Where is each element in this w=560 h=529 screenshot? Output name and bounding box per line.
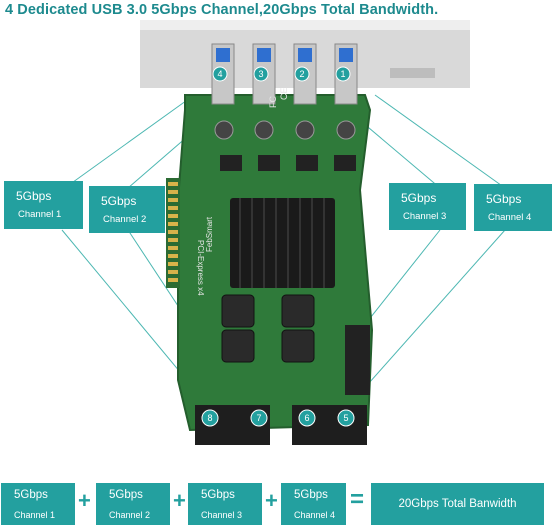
port-badge-6: 6 (298, 409, 316, 427)
channel-4-box: 5Gbps Channel 4 (474, 184, 552, 231)
line-ch1-top (61, 97, 191, 191)
svg-text:3: 3 (258, 69, 263, 79)
pcie-gold-fingers (166, 178, 180, 288)
channel-3-box: 5Gbps Channel 3 (389, 183, 466, 230)
headline: 4 Dedicated USB 3.0 5Gbps Channel,20Gbps… (5, 2, 439, 18)
summary-channel-4-speed: 5Gbps (294, 489, 328, 501)
summary-channel-1-speed: 5Gbps (14, 489, 48, 501)
summary-channel-2-speed: 5Gbps (109, 489, 143, 501)
total-bandwidth-box: 20Gbps Total Banwidth (371, 483, 544, 525)
heatsink (230, 198, 335, 288)
line-ch4-top (374, 94, 506, 189)
channel-1-label: Channel 1 (18, 209, 62, 220)
summary-channel-3: 5Gbps Channel 3 (188, 483, 262, 525)
port-badge-1: 1 (335, 66, 351, 82)
svg-text:7: 7 (256, 413, 261, 423)
channel-1-speed: 5Gbps (16, 189, 52, 203)
plus-sign-2: + (173, 488, 186, 513)
channel-2-box: 5Gbps Channel 2 (89, 186, 165, 233)
svg-text:6: 6 (304, 413, 309, 423)
channel-4-speed: 5Gbps (486, 192, 522, 206)
channel-1-box: 5Gbps Channel 1 (4, 181, 83, 229)
brand-text: FebSmart (205, 216, 214, 252)
port-badge-8: 8 (201, 409, 219, 427)
plus-sign-1: + (78, 488, 91, 513)
summary-channel-1-label: Channel 1 (14, 510, 56, 520)
total-bandwidth-label: 20Gbps Total Banwidth (398, 498, 517, 510)
channel-4-label: Channel 4 (488, 212, 532, 223)
channel-2-speed: 5Gbps (101, 194, 137, 208)
port-badge-5: 5 (337, 409, 355, 427)
summary-channel-4: 5Gbps Channel 4 (281, 483, 346, 525)
channel-3-speed: 5Gbps (401, 191, 437, 205)
channel-2-label: Channel 2 (103, 214, 147, 225)
port-badge-7: 7 (250, 409, 268, 427)
ce-mark: CE (279, 87, 289, 100)
summary-channel-4-label: Channel 4 (294, 510, 336, 520)
svg-text:1: 1 (340, 69, 345, 79)
plus-sign-3: + (265, 488, 278, 513)
summary-channel-2-label: Channel 2 (109, 510, 151, 520)
channel-3-label: Channel 3 (403, 211, 447, 222)
line-ch4-bottom (344, 229, 506, 411)
fc-mark: FC (268, 96, 278, 108)
port-badge-4: 4 (212, 66, 228, 82)
svg-text:8: 8 (207, 413, 212, 423)
summary-channel-3-speed: 5Gbps (201, 489, 235, 501)
svg-text:4: 4 (217, 69, 222, 79)
summary-channel-3-label: Channel 3 (201, 510, 243, 520)
svg-text:2: 2 (299, 69, 304, 79)
bus-text: PCI-Express x4 (196, 240, 205, 296)
line-ch1-bottom (61, 229, 196, 391)
summary-channel-1: 5Gbps Channel 1 (1, 483, 75, 525)
equals-sign: = (350, 486, 365, 513)
svg-text:5: 5 (343, 413, 348, 423)
summary-channel-2: 5Gbps Channel 2 (96, 483, 170, 525)
port-badge-3: 3 (253, 66, 269, 82)
port-badge-2: 2 (294, 66, 310, 82)
port-number-badges: 4 3 2 1 8 7 6 5 (201, 66, 355, 427)
